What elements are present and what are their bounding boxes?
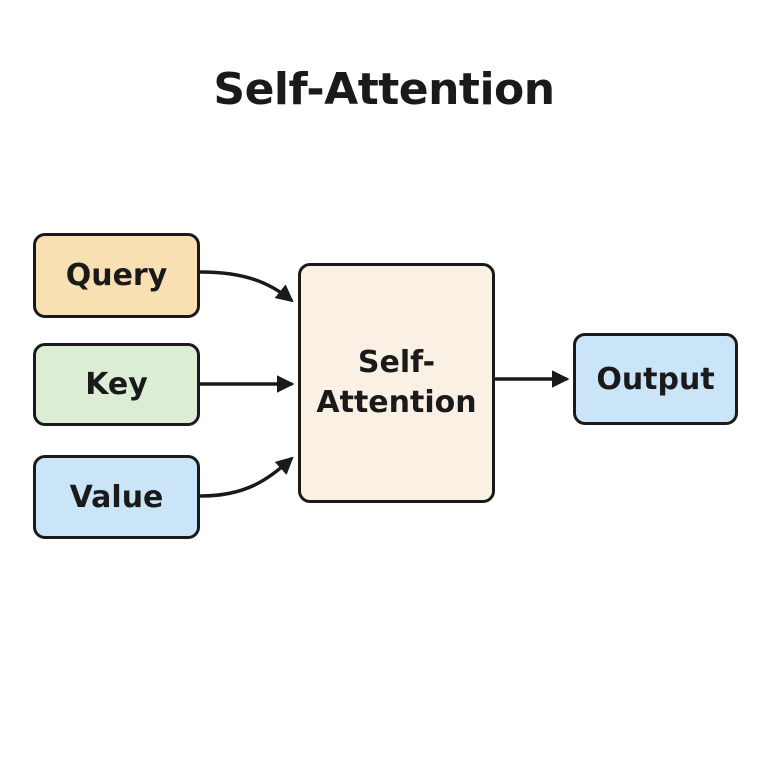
self-attention-node: Self- Attention: [298, 263, 495, 503]
query-to-attention-arrow: [199, 270, 294, 303]
value-node-label: Value: [69, 479, 164, 515]
self-attention-node-label-line1: Self-: [357, 345, 436, 381]
key-node-label: Key: [85, 367, 148, 402]
output-node: Output: [573, 333, 738, 425]
query-node-label: Query: [65, 258, 168, 293]
key-node: Key: [33, 343, 200, 426]
value-node: Value: [33, 455, 200, 539]
output-node-label: Output: [596, 361, 715, 397]
diagram-title: Self-Attention: [213, 64, 555, 115]
query-node: Query: [33, 233, 200, 318]
self-attention-node-label-line2: Attention: [316, 385, 477, 420]
value-to-attention-arrow: [199, 456, 294, 498]
